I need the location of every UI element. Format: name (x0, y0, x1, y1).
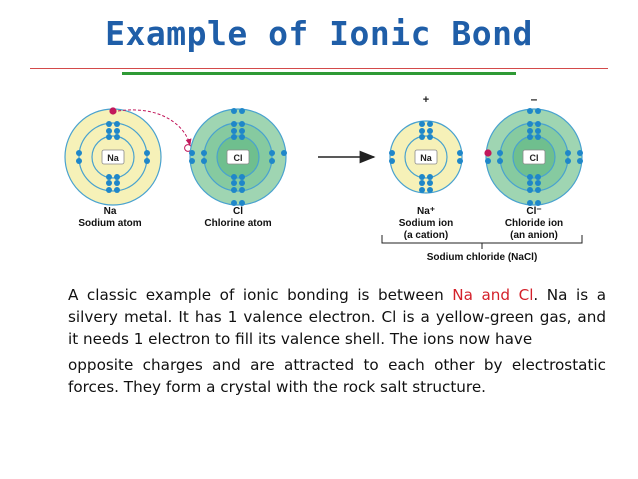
explanation-text: A classic example of ionic bonding is be… (68, 284, 606, 402)
chloride-ion-charge: – (531, 92, 538, 106)
explanation-paragraph-1: A classic example of ionic bonding is be… (68, 286, 606, 348)
product-label: Sodium chloride (NaCl) (427, 252, 538, 263)
explanation-paragraph-2: opposite charges and are attracted to ea… (68, 356, 606, 396)
chlorine-electrons (189, 108, 287, 206)
chloride-ion-caption: Chloride ion (505, 218, 563, 229)
highlight-na-cl: Na and Cl (452, 286, 534, 304)
slide-title: Example of Ionic Bond (105, 14, 533, 53)
chlorine-atom-caption: Chlorine atom (204, 218, 271, 229)
sodium-ion-sub: (a cation) (404, 230, 448, 241)
title-underline-red (30, 68, 608, 69)
sodium-ion-caption: Sodium ion (399, 218, 453, 229)
electron-transfer-arrow (117, 109, 192, 146)
ionic-bond-diagram: Na Cl (64, 92, 583, 263)
chlorine-atom-symbol: Cl (234, 153, 243, 163)
product-bracket (381, 235, 583, 249)
chloride-ion-label: Cl⁻ (526, 206, 541, 217)
chloride-ion-sub: (an anion) (510, 230, 558, 241)
sodium-atom-caption: Sodium atom (78, 218, 141, 229)
sodium-atom: Na (64, 107, 162, 206)
chloride-ion: Cl (484, 108, 583, 206)
sodium-ion-charge: + (423, 94, 429, 106)
valence-electron (109, 107, 117, 115)
sodium-atom-symbol: Na (107, 153, 119, 163)
sodium-ion: Na (389, 120, 463, 194)
gained-electron (484, 149, 492, 157)
sodium-atom-label: Na (104, 206, 117, 217)
chloride-ion-symbol: Cl (530, 153, 539, 163)
chlorine-atom-label: Cl (233, 206, 243, 217)
sodium-electrons (76, 121, 150, 193)
sodium-ion-label: Na⁺ (417, 206, 435, 217)
chlorine-atom: Cl (189, 108, 287, 206)
sodium-ion-symbol: Na (420, 153, 432, 163)
title-underline-green (122, 72, 516, 75)
